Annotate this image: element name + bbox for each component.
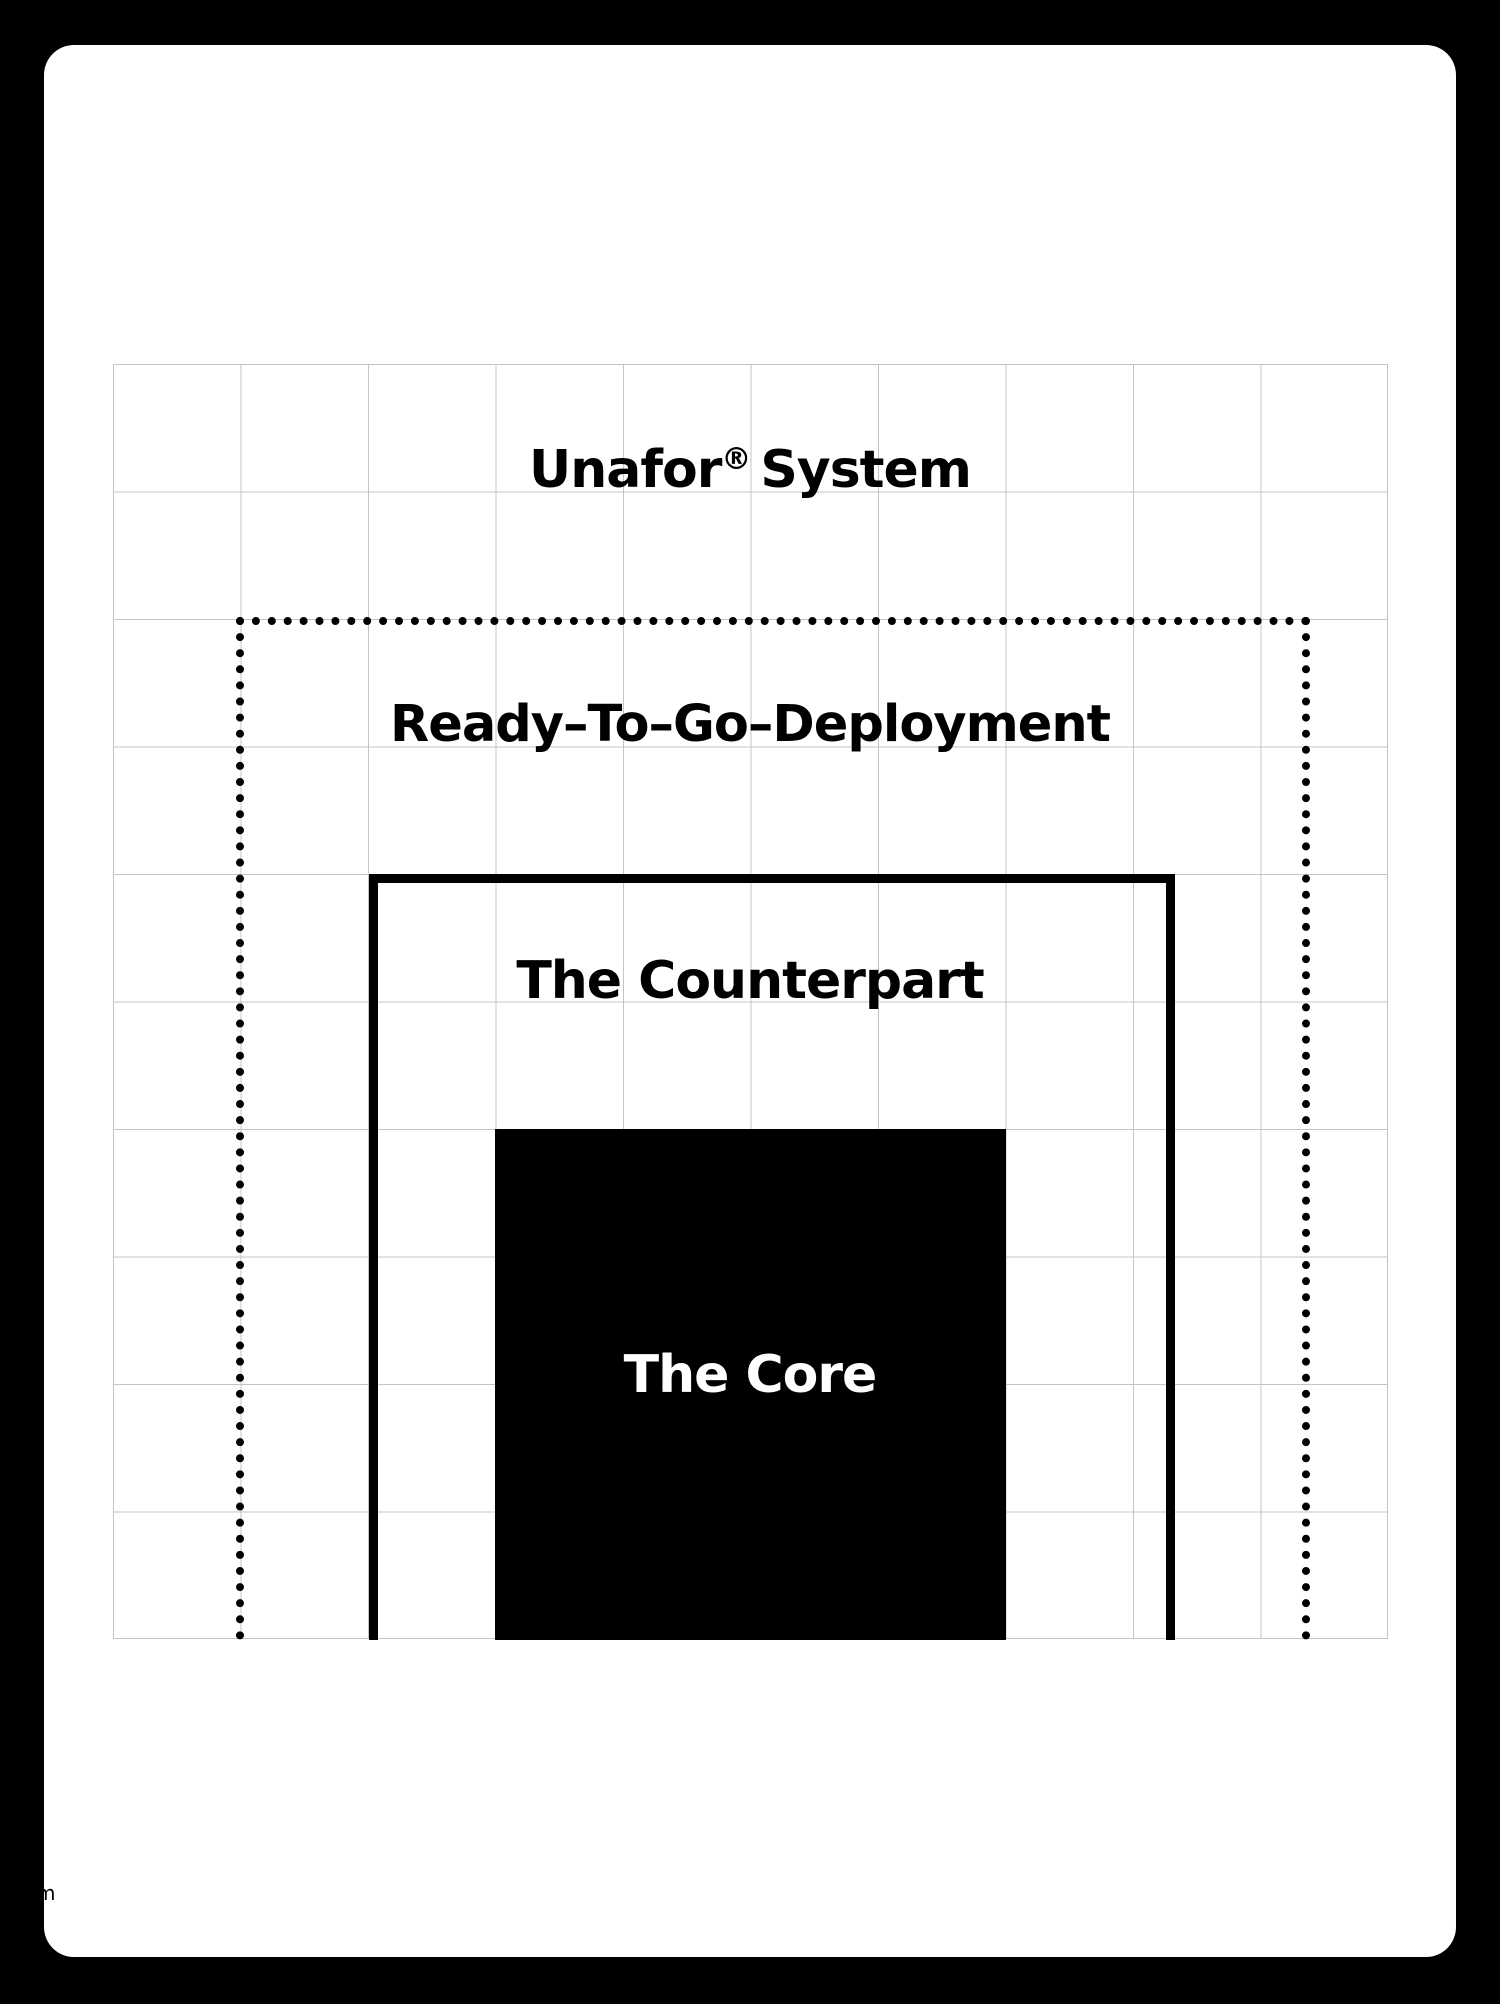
diagram-card: Unafor® System Ready–To–Go–Deployment The… xyxy=(44,45,1456,1957)
registered-mark: ® xyxy=(721,442,751,477)
system-title-suffix: System xyxy=(760,440,972,500)
core-block xyxy=(495,1129,1006,1640)
system-title: Unafor® System xyxy=(44,440,1456,500)
counterpart-label: The Counterpart xyxy=(516,951,984,1011)
deployment-label: Ready–To–Go–Deployment xyxy=(389,695,1111,754)
counterpart-solid-frame xyxy=(369,874,1175,1640)
cropped-text-fragment: m xyxy=(44,1881,56,1905)
core-label: The Core xyxy=(623,1345,878,1405)
deployment-dotted-frame xyxy=(236,617,1310,1640)
system-title-name: Unafor xyxy=(529,440,722,500)
